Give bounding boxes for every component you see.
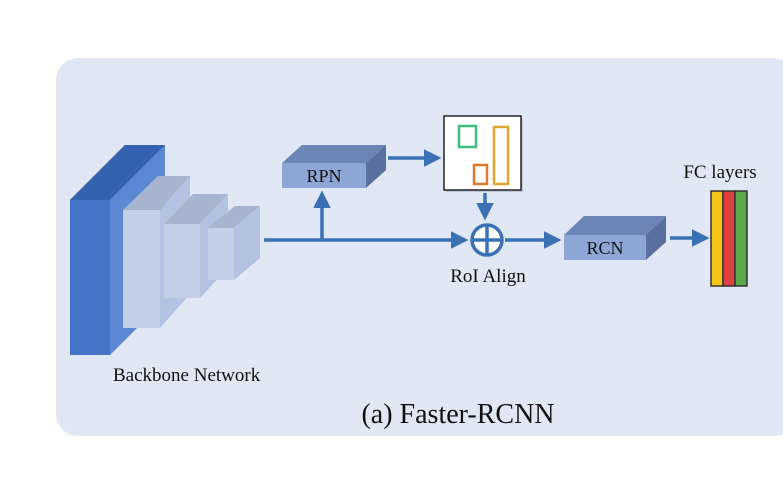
- backbone-block-4-right: [234, 206, 260, 280]
- fc-layers-label: FC layers: [683, 162, 756, 183]
- backbone-block-4-front: [208, 228, 234, 280]
- roi-align-label: RoI Align: [450, 266, 526, 287]
- proposal-box-orange: [472, 163, 489, 186]
- proposals-frame: [443, 115, 522, 191]
- rcn-block: RCN: [564, 216, 666, 260]
- fc-layer-green: [734, 190, 748, 287]
- backbone-block-2-top: [123, 176, 190, 210]
- backbone-block-3-front: [164, 224, 200, 298]
- roi-align-operator-icon: [470, 223, 504, 257]
- backbone-block-3-top: [164, 194, 228, 224]
- rpn-block: RPN: [282, 145, 386, 188]
- diagram-panel: [56, 58, 783, 436]
- rpn-label: RPN: [306, 166, 341, 186]
- backbone-network: [70, 145, 260, 355]
- backbone-block-1-front: [70, 200, 110, 355]
- backbone-network-label: Backbone Network: [113, 365, 261, 386]
- rcn-block-front: [564, 235, 646, 260]
- backbone-block-2-front: [123, 210, 160, 328]
- proposal-box-gold: [492, 125, 510, 186]
- region-proposals-image: [443, 115, 523, 192]
- fc-layer-yellow: [710, 190, 724, 287]
- rcn-label: RCN: [586, 238, 623, 258]
- diagram-caption: (a) Faster-RCNN: [361, 399, 554, 430]
- rpn-block-front: [282, 163, 366, 188]
- fc-layers: [710, 190, 748, 287]
- backbone-block-4-top: [208, 206, 260, 228]
- rpn-block-top: [282, 145, 386, 163]
- rcn-block-side: [646, 216, 666, 260]
- rcn-block-top: [564, 216, 666, 235]
- fc-layer-red: [722, 190, 736, 287]
- rpn-block-side: [366, 145, 386, 188]
- proposal-box-green: [457, 124, 478, 149]
- backbone-block-1-top: [70, 145, 165, 200]
